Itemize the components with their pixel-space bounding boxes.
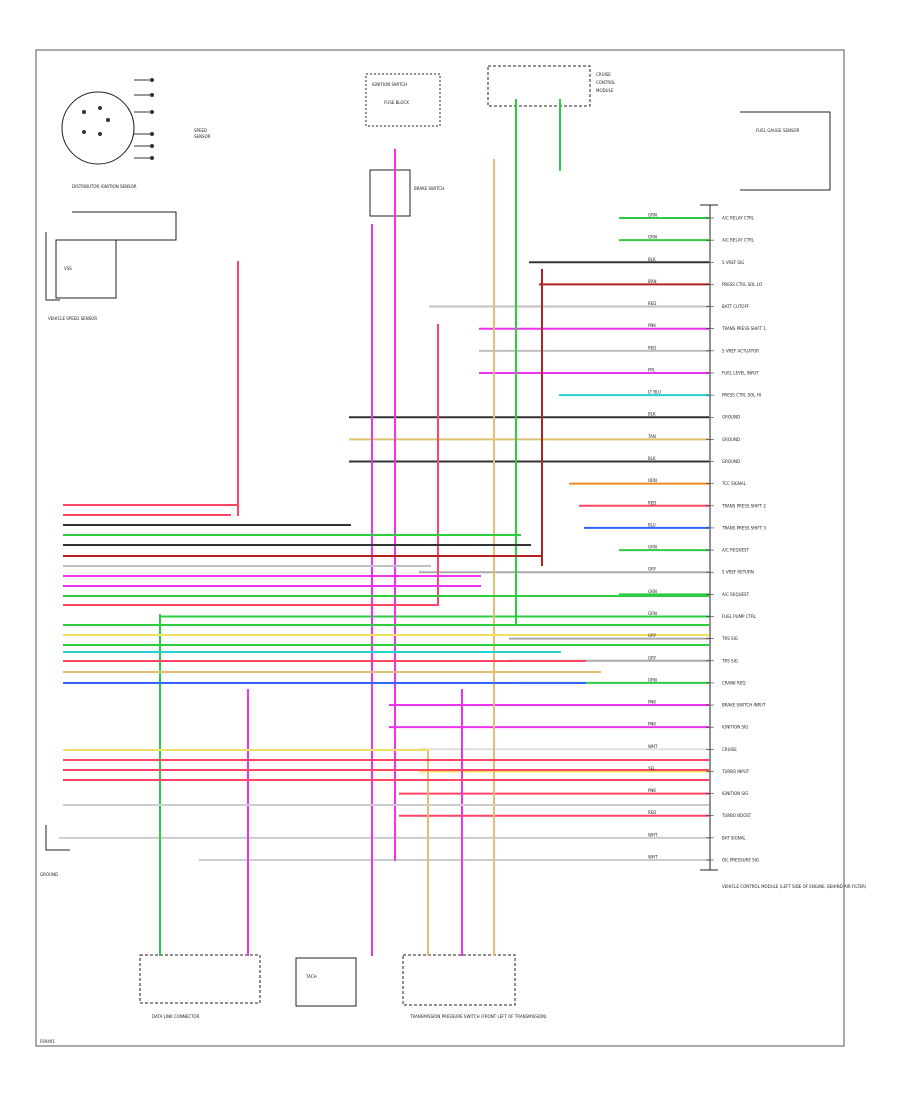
ecm-pin-layer: GRN A/C RELAY CTRL GRN A/C RELAY CTRL BLK 5 V… xyxy=(647,213,766,863)
ecm-pin-signal-2: A/C RELAY CTRL xyxy=(722,238,755,243)
distributor-label: DISTRIBUTOR IGNITION SENSOR xyxy=(72,184,137,189)
ecm-pin-signal-13: TCC SIGNAL xyxy=(721,481,747,486)
ecm-pin-signal-12: GROUND xyxy=(722,459,740,464)
ecm-wire-color-14: RED xyxy=(648,500,656,505)
tach-label: TACH xyxy=(305,974,317,979)
ecm-wire-color-27: PNK xyxy=(648,788,656,793)
bottom-centre-module: TACH xyxy=(295,957,357,1007)
ecm-pin-signal-7: 5 VREF ACTUATOR xyxy=(722,348,759,353)
ecm-pin-signal-4: PRESS CTRL SOL LO xyxy=(722,282,762,287)
ecm-pin-signal-3: 5 VREF SIG xyxy=(722,260,744,265)
cruise-block: CRUISE CONTROL MODULE xyxy=(487,65,616,107)
footer-code: F69491 xyxy=(40,1039,55,1044)
fuse-label: FUSE BLOCK xyxy=(384,100,409,105)
fuel-gauge-block: FUEL GAUGE SENSOR xyxy=(740,111,831,191)
ecm-pin-signal-17: 5 VREF RETURN xyxy=(722,570,754,575)
ecm-wire-color-5: RED xyxy=(648,301,656,306)
ecm-wire-color-21: GRY xyxy=(648,655,657,660)
ecm-wire-color-28: RED xyxy=(648,810,656,815)
ecm-label: VEHICLE CONTROL MODULE (LEFT SIDE OF ENG… xyxy=(722,884,867,889)
ecm-wire-color-24: PNK xyxy=(648,722,656,727)
trans-pressure-label: TRANSMISSION PRESSURE SWITCH (FRONT LEFT… xyxy=(409,1014,547,1019)
ecm-pin-signal-6: TRANS PRESS SHIFT 1 xyxy=(721,326,766,331)
ecm-wire-color-19: GRN xyxy=(648,611,657,616)
ecm-pin-signal-8: FUEL LEVEL INPUT xyxy=(722,370,759,375)
ecm-wire-color-15: BLU xyxy=(648,522,656,527)
ecm-wire-color-3: BLK xyxy=(648,257,656,262)
ecm-pin-signal-11: GROUND xyxy=(722,437,740,442)
ecm-wire-color-20: GRY xyxy=(648,633,657,638)
ecm-pin-signal-14: TRANS PRESS SHIFT 2 xyxy=(721,503,766,508)
ecm-wire-color-11: TAN xyxy=(647,434,656,439)
ecm-pin-signal-10: GROUND xyxy=(722,415,740,420)
ecm-wire-color-22: GRN xyxy=(648,677,657,682)
wire-layer xyxy=(59,99,709,956)
ecm-pin-signal-19: FUEL PUMP CTRL xyxy=(722,614,757,619)
ecm-wire-color-29: WHT xyxy=(648,832,658,837)
svg-text:SPEED: SPEED xyxy=(194,128,207,133)
ecm-wire-color-4: BRN xyxy=(648,279,657,284)
bottom-left-module: DATA LINK CONNECTOR xyxy=(139,954,261,1019)
ecm-pin-signal-9: PRESS CTRL SOL HI xyxy=(722,393,761,398)
bottom-right-module: TRANSMISSION PRESSURE SWITCH (FRONT LEFT… xyxy=(402,954,547,1019)
vss-label: VEHICLE SPEED SENSOR xyxy=(48,316,97,321)
ecm-wire-color-10: BLK xyxy=(648,412,656,417)
svg-text:VSS: VSS xyxy=(64,266,72,271)
data-link-label: DATA LINK CONNECTOR xyxy=(152,1014,200,1019)
svg-text:CRUISE: CRUISE xyxy=(596,72,611,77)
ground-label: GROUND xyxy=(40,872,58,877)
svg-text:SENSOR: SENSOR xyxy=(194,134,211,139)
ecm-pin-signal-20: TRS SIG xyxy=(721,636,738,641)
ignition-switch-block: IGNITION SWITCH FUSE BLOCK BRAKE SWITCH xyxy=(365,73,444,217)
ecm-wire-color-7: RED xyxy=(648,345,656,350)
ground-block: GROUND xyxy=(40,825,70,877)
ecm-pin-signal-24: IGNITION SIG xyxy=(722,725,748,730)
ignition-switch-label: IGNITION SWITCH xyxy=(372,82,407,87)
ecm-wire-color-26: YEL xyxy=(647,766,656,771)
ecm-pin-signal-30: OIL PRESSURE SIG xyxy=(722,858,759,863)
fuel-gauge-label: FUEL GAUGE SENSOR xyxy=(756,128,800,133)
ecm-pin-signal-28: TURBO BOOST xyxy=(721,813,752,818)
ecm-pin-signal-5: BATT CUTOFF xyxy=(722,304,750,309)
ecm-wire-color-25: WHT xyxy=(648,744,658,749)
ecm-connector: VEHICLE CONTROL MODULE (LEFT SIDE OF ENG… xyxy=(700,204,867,889)
ecm-wire-color-18: GRN xyxy=(648,589,657,594)
svg-text:MODULE: MODULE xyxy=(596,88,614,93)
ecm-pin-signal-16: A/C REQUEST xyxy=(722,548,750,553)
ecm-wire-color-6: PNK xyxy=(648,323,656,328)
diagram-frame xyxy=(35,49,845,1047)
ecm-wire-color-8: PPL xyxy=(648,367,656,372)
ecm-pin-signal-29: BAT SIGNAL xyxy=(722,835,746,840)
ecm-pin-signal-23: BRAKE SWITCH INPUT xyxy=(722,703,766,708)
ecm-pin-signal-22: CRANK REQ xyxy=(722,680,746,685)
ecm-wire-color-1: GRN xyxy=(648,213,657,218)
ecm-wire-color-16: GRN xyxy=(648,545,657,550)
vss-block: VSS VEHICLE SPEED SENSOR xyxy=(45,232,117,321)
ecm-pin-signal-21: TRS SIG xyxy=(721,658,738,663)
svg-text:BRAKE SWITCH: BRAKE SWITCH xyxy=(414,186,444,191)
ecm-pin-signal-26: TURBO INPUT xyxy=(721,769,750,774)
ecm-wire-color-2: GRN xyxy=(648,235,657,240)
svg-text:CONTROL: CONTROL xyxy=(596,80,616,85)
ecm-wire-color-13: ORN xyxy=(648,478,657,483)
ecm-wire-color-23: PNK xyxy=(648,700,656,705)
ecm-pin-signal-18: A/C REQUEST xyxy=(722,592,750,597)
ecm-wire-color-12: BLK xyxy=(648,456,656,461)
ecm-pin-signal-15: TRANS PRESS SHIFT 3 xyxy=(721,525,766,530)
ecm-pin-signal-25: CRUISE xyxy=(722,747,737,752)
ecm-pin-signal-27: IGNITION SIG xyxy=(722,791,748,796)
ecm-pin-signal-1: A/C RELAY CTRL xyxy=(722,216,755,221)
ecm-wire-color-9: LT BLU xyxy=(648,390,661,395)
ecm-wire-color-17: GRY xyxy=(648,567,657,572)
ecm-wire-color-30: WHT xyxy=(648,855,658,860)
